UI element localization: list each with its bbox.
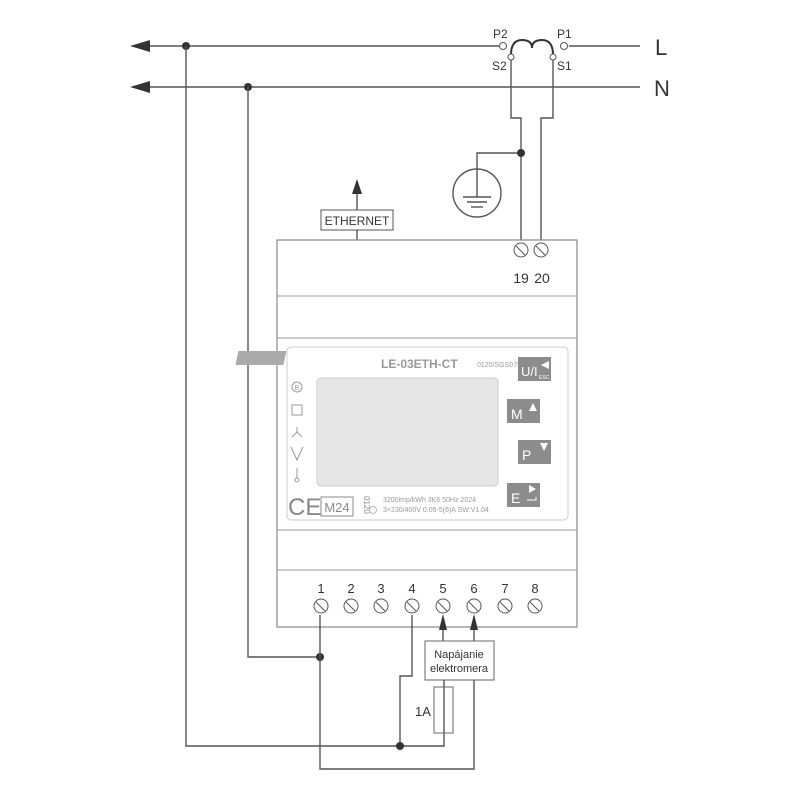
wire-s2 [510, 60, 522, 240]
screw-icon [466, 598, 482, 614]
junction-dot [396, 742, 404, 750]
ce-mark: CE [288, 494, 321, 521]
label-s1: S1 [557, 59, 572, 73]
terminal-6[interactable]: 6 [466, 581, 482, 614]
wire-terminal-1 [319, 615, 475, 770]
line-L: L [130, 35, 667, 60]
svg-text:B: B [295, 385, 300, 392]
screw-icon [343, 598, 359, 614]
protection-class-icon [291, 381, 303, 393]
led-indicator [369, 506, 377, 514]
m24-mark [320, 496, 354, 517]
label-N: N [654, 76, 670, 101]
terminal-label: 5 [439, 581, 446, 596]
terminal-7[interactable]: 7 [497, 581, 513, 614]
arrow-left-icon [130, 40, 150, 52]
terminal-label: 1 [317, 581, 324, 596]
terminal-label: 3 [377, 581, 384, 596]
screw-icon [497, 598, 513, 614]
certificate-number: 0120/SGS0753 [477, 362, 525, 369]
fuse: 1A [415, 680, 454, 734]
arrow-up-icon [352, 179, 362, 194]
terminal-label: 7 [501, 581, 508, 596]
arrow-down-icon [540, 443, 548, 451]
terminal-label: 19 [513, 270, 529, 286]
arrow-up-icon [529, 403, 537, 411]
arrow-up-icon [439, 614, 447, 630]
terminal-1[interactable]: 1 [313, 581, 329, 614]
ct-terminal-19[interactable]: 19 [513, 242, 529, 286]
terminal-label: 4 [408, 581, 415, 596]
fuse-rating: 1A [415, 704, 431, 719]
ui-esc-button[interactable]: U/I ESC [518, 357, 551, 381]
terminal-2[interactable]: 2 [343, 581, 359, 614]
spec-line-1: 3200imp/kWh 3K6 50Hz 2024 [383, 497, 476, 504]
svg-text:ESC: ESC [539, 375, 550, 381]
screw-icon [435, 598, 451, 614]
terminal-5[interactable]: 5 [435, 581, 451, 614]
svg-text:elektromera: elektromera [430, 663, 489, 675]
svg-text:M24: M24 [324, 500, 349, 515]
enter-icon [529, 485, 536, 493]
svg-text:P: P [522, 447, 531, 463]
terminal-3[interactable]: 3 [373, 581, 389, 614]
svg-text:«F&F»: «F&F» [322, 354, 353, 365]
terminal-label: 6 [470, 581, 477, 596]
spec-line-2: 3×230/400V 0.05-5(6)A SW:V1.04 [383, 507, 489, 514]
terminal-label: 20 [534, 270, 550, 286]
star-connection-icon [291, 427, 303, 438]
wire-terminal-4 [399, 615, 413, 746]
lcd-display [316, 377, 499, 487]
brand-logo: «F&F» [235, 351, 353, 365]
svg-text:M: M [511, 406, 523, 422]
svg-text:E: E [511, 490, 520, 506]
arrow-up-icon [470, 614, 478, 630]
meter-supply-box: Napájanie elektromera [424, 640, 495, 681]
terminal-8[interactable]: 8 [527, 581, 543, 614]
ground-symbol [452, 149, 525, 218]
terminal-label: 8 [531, 581, 538, 596]
label-p2: P2 [493, 27, 508, 41]
label-s2: S2 [492, 59, 507, 73]
line-N: N [130, 76, 670, 101]
wire-L-feed [185, 46, 445, 747]
wire-N-feed [247, 87, 320, 658]
arrow-left-icon [541, 361, 549, 369]
svg-text:U/I: U/I [521, 364, 538, 379]
ethernet-port: ETHERNET [320, 179, 394, 240]
screw-icon [404, 598, 420, 614]
ethernet-label: ETHERNET [325, 214, 390, 228]
notified-body-number: 0120 [362, 496, 371, 514]
terminal-4[interactable]: 4 [404, 581, 420, 614]
e-enter-button[interactable]: E [507, 483, 540, 507]
delta-connection-icon [290, 446, 304, 462]
model-name: LE-03ETH-CT [381, 357, 458, 371]
screw-icon [313, 598, 329, 614]
double-insulation-icon [291, 404, 303, 416]
terminal-label: 2 [347, 581, 354, 596]
m-up-button[interactable]: M [507, 399, 540, 423]
screw-icon [527, 598, 543, 614]
ct-terminal-20[interactable]: 20 [533, 242, 550, 286]
current-transformer: P2 P1 S2 S1 [492, 27, 572, 73]
label-p1: P1 [557, 27, 572, 41]
label-L: L [655, 35, 667, 60]
wire-s1 [540, 60, 554, 240]
arrow-left-icon [130, 81, 150, 93]
screw-icon [373, 598, 389, 614]
p-down-button[interactable]: P [518, 440, 551, 464]
energy-meter: 19 20 «F&F» LE-03ETH-CT 0120/SGS0753 B U… [235, 239, 578, 628]
svg-text:Napájanie: Napájanie [434, 649, 484, 661]
